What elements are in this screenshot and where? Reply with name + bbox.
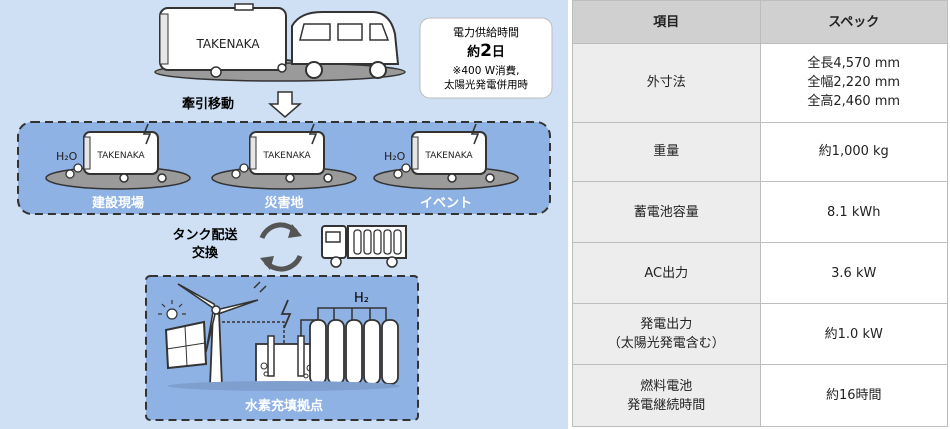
trailer-brand-text: TAKENAKA	[96, 151, 145, 161]
wheel	[157, 173, 167, 183]
hydrogen-pipe	[300, 307, 387, 336]
site-label-event: イベント	[420, 196, 472, 211]
lightning-icon	[308, 123, 318, 145]
row-item-fuelcell-duration: 燃料電池 発電継続時間	[572, 364, 761, 427]
row-value-generation: 約1.0 kW	[759, 303, 948, 366]
plug-icon	[231, 169, 241, 179]
header-item: 項目	[572, 0, 761, 44]
h2-label: H₂	[354, 291, 369, 306]
supply-time-label: 電力供給時間	[453, 25, 519, 39]
hydrogen-cylinders-icon	[309, 319, 399, 385]
electrolyzer-icon	[255, 335, 317, 385]
row-item-battery: 蓄電池容量	[572, 180, 761, 244]
tow-move-label: 牽引移動	[182, 96, 234, 112]
table-row: 重量 約1,000 kg	[572, 121, 948, 182]
plug-icon	[401, 163, 411, 173]
lightning-icon	[142, 123, 152, 145]
lightning-icon	[280, 299, 292, 329]
lightning-icon	[470, 123, 480, 145]
spec-table: 項目 スペック 外寸法 全長4,570 mm 全幅2,220 mm 全高2,46…	[572, 0, 948, 427]
table-row: AC出力 3.6 kW	[572, 242, 948, 305]
tank-delivery-label-line1: タンク配送	[172, 227, 238, 243]
plug-icon	[393, 169, 403, 179]
trailer-brand-text: TAKENAKA	[195, 37, 260, 51]
row-value-dimensions: 全長4,570 mm 全幅2,220 mm 全高2,460 mm	[759, 43, 948, 123]
supply-note-line1: ※400 W消費,	[453, 64, 520, 77]
tank-truck-icon	[321, 225, 407, 268]
site-unit-event: TAKENAKA H₂O	[373, 123, 519, 190]
row-value-weight: 約1,000 kg	[759, 121, 948, 182]
header-spec: スペック	[759, 0, 948, 44]
h2o-label: H₂O	[56, 150, 78, 163]
row-item-weight: 重量	[572, 121, 761, 182]
h2o-label: H₂O	[384, 150, 406, 163]
wind-turbine-icon	[177, 281, 267, 387]
table-row: 外寸法 全長4,570 mm 全幅2,220 mm 全高2,460 mm	[572, 43, 948, 123]
supply-time-value: 約2日	[467, 41, 505, 61]
trailer-brand-text: TAKENAKA	[424, 151, 473, 161]
row-value-battery: 8.1 kWh	[759, 180, 948, 244]
site-unit-construction: TAKENAKA H₂O	[45, 123, 191, 190]
trailer-brand-text: TAKENAKA	[262, 151, 311, 161]
wheel	[323, 173, 333, 183]
plug-icon	[65, 169, 75, 179]
power-supply-callout: 電力供給時間 約2日 ※400 W消費, 太陽光発電併用時	[419, 17, 553, 99]
row-value-fuelcell-duration: 約16時間	[759, 364, 948, 427]
plug-icon	[239, 163, 249, 173]
tank-delivery-label-line2: 交換	[192, 245, 219, 261]
site-label-construction: 建設現場	[92, 195, 144, 211]
table-row: 蓄電池容量 8.1 kWh	[572, 180, 948, 244]
power-line	[222, 321, 285, 344]
row-item-generation: 発電出力 （太陽光発電含む）	[572, 303, 761, 366]
site-unit-disaster: TAKENAKA	[211, 123, 357, 190]
wheel	[485, 173, 495, 183]
trailer-towing-illustration: TAKENAKA	[154, 3, 406, 82]
hydrogen-station-label: 水素充填拠点	[245, 398, 323, 414]
wheel	[119, 173, 129, 183]
row-value-ac-output: 3.6 kW	[759, 242, 948, 305]
site-label-disaster: 災害地	[264, 195, 303, 211]
solar-panel-icon	[158, 300, 208, 370]
supply-note-line2: 太陽光発電併用時	[444, 78, 528, 91]
down-arrow-icon	[267, 91, 303, 118]
exchange-cycle-icon	[259, 222, 303, 272]
table-row: 発電出力 （太陽光発電含む） 約1.0 kW	[572, 303, 948, 366]
spec-table-header-row: 項目 スペック	[572, 0, 948, 44]
wheel	[285, 173, 295, 183]
wheel	[447, 173, 457, 183]
deployment-diagram: TAKENAKA 電力供給時間 約2日 ※400 W消費, 太陽光発電併用時 牽…	[0, 0, 568, 429]
row-item-dimensions: 外寸法	[572, 43, 761, 123]
plug-icon	[73, 163, 83, 173]
row-item-ac-output: AC出力	[572, 242, 761, 305]
table-row: 燃料電池 発電継続時間 約16時間	[572, 364, 948, 427]
site-units: TAKENAKA H₂O TAKENAKA TAKENAKA H₂O	[45, 123, 519, 190]
